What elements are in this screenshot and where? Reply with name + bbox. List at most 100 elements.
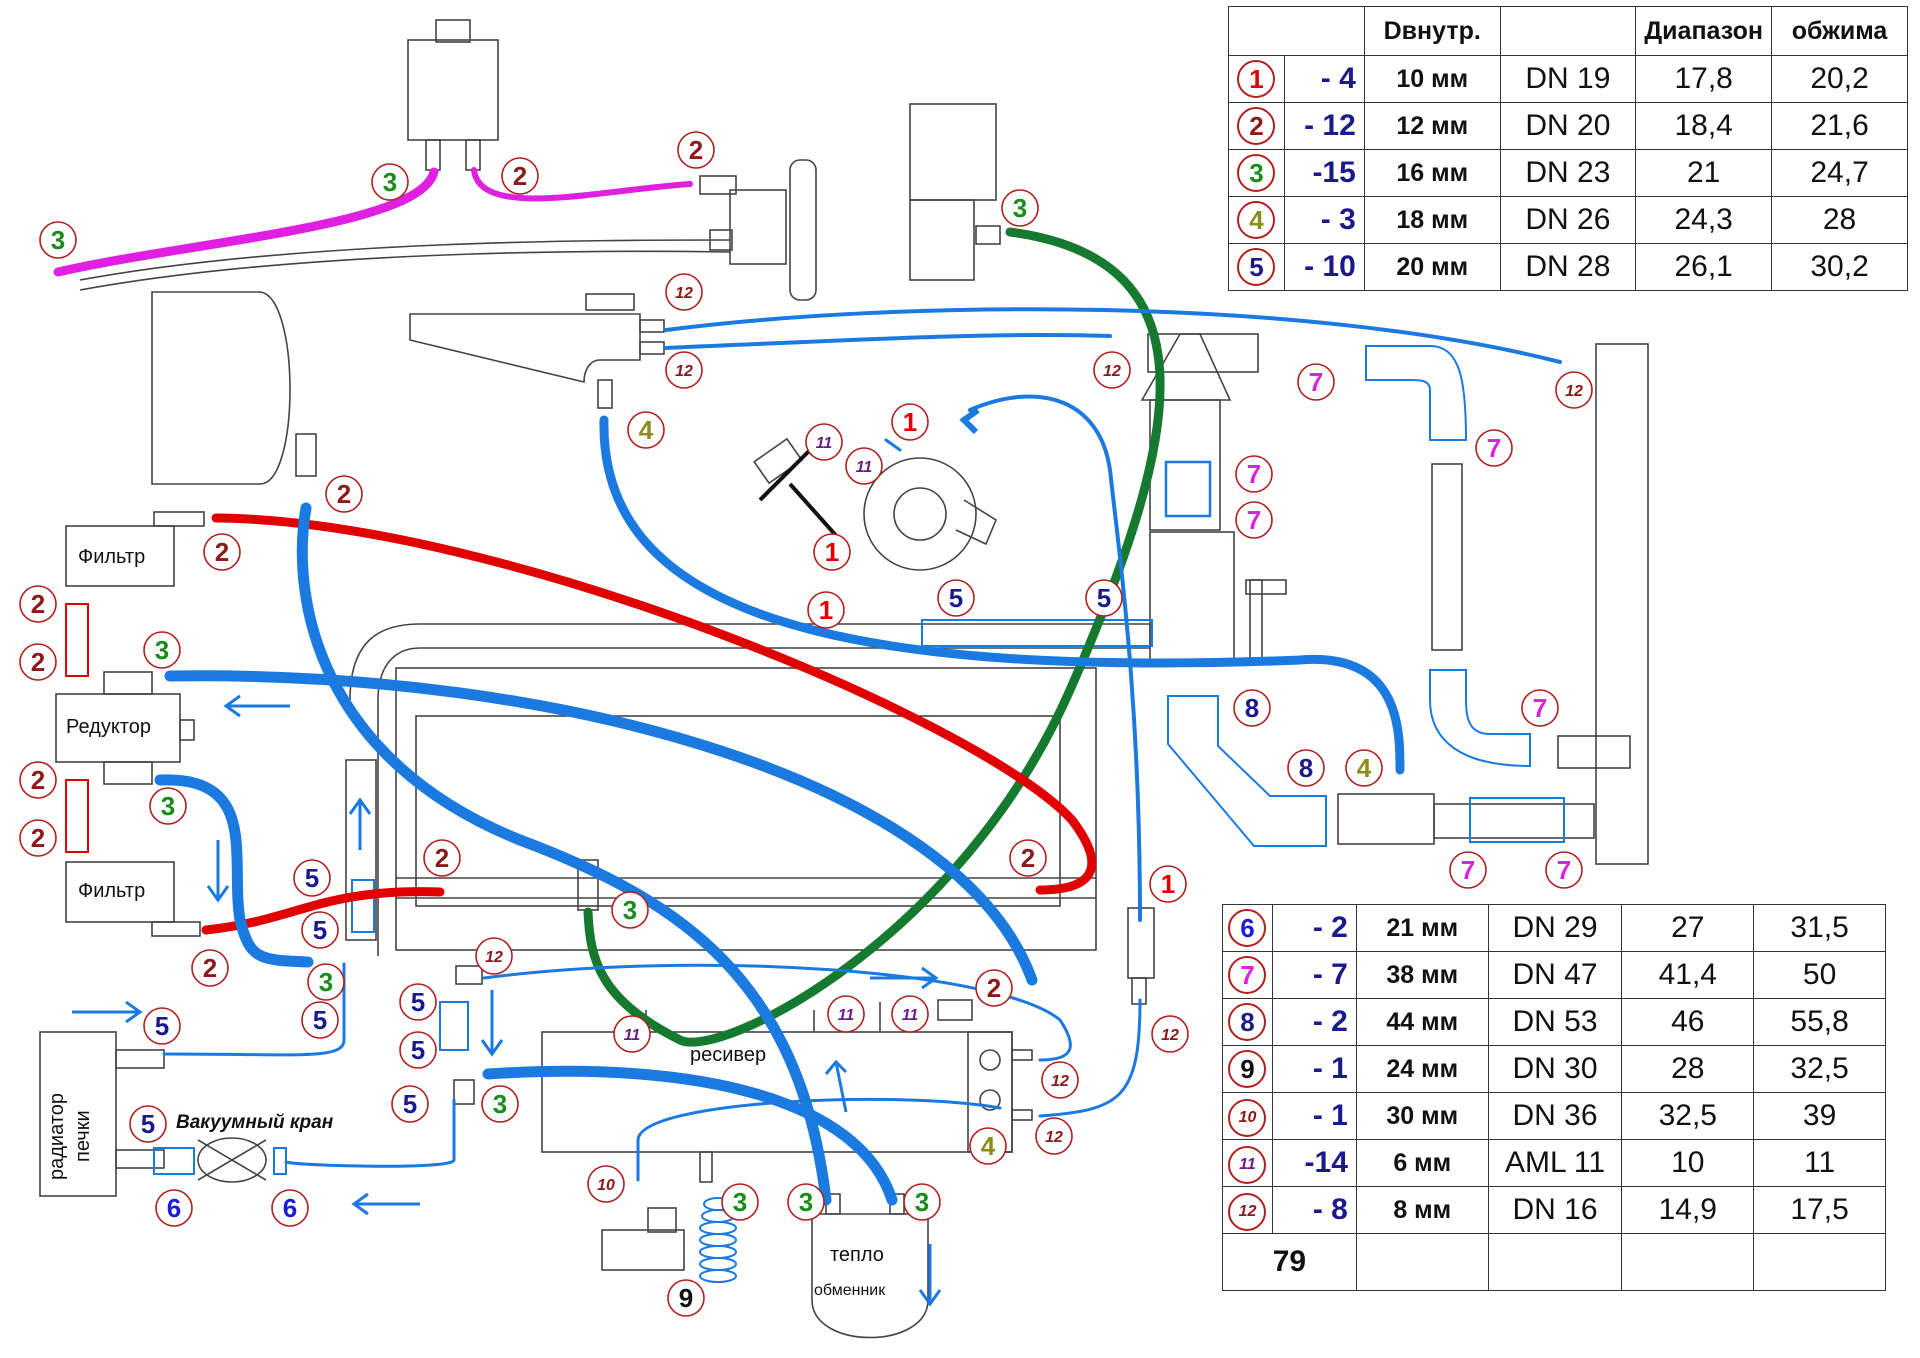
tank: [151, 291, 291, 485]
nozzle: [699, 1151, 713, 1183]
marker-circle: [827, 995, 865, 1033]
hose-marker: 12: [665, 273, 703, 311]
num-cell: 12: [1222, 1186, 1273, 1234]
elbow-pipe: [1429, 669, 1531, 768]
marker-number: 11: [624, 1027, 641, 1044]
diameter-cell: 24 мм: [1355, 1045, 1489, 1093]
min-cell: 10: [1621, 1139, 1755, 1187]
filter-bottom: [65, 861, 175, 923]
label-filter-top: Фильтр: [78, 546, 146, 568]
num-cell: 10: [1222, 1092, 1273, 1140]
hose-thin: [482, 963, 1072, 1062]
coupling: [65, 603, 89, 677]
marker-circle: [665, 273, 703, 311]
marker-number: 12: [1051, 1073, 1069, 1090]
marker-circle: [1093, 351, 1131, 389]
min-cell: 28: [1621, 1045, 1755, 1093]
marker-circle: [1149, 865, 1187, 903]
marker-circle: [1345, 749, 1383, 787]
max-cell: 50: [1753, 951, 1886, 999]
hose-marker: 7: [1297, 363, 1335, 401]
marker-number: 11: [838, 1007, 855, 1024]
hose-marker: 3: [721, 1183, 759, 1221]
marker-number: 3: [383, 167, 397, 197]
header-cell: [1228, 6, 1365, 56]
num-cell: 4: [1228, 196, 1285, 244]
hose-thin: [636, 1097, 1002, 1182]
num-cell: 7: [1222, 951, 1273, 999]
pipe-segment: [1431, 463, 1463, 651]
coupling: [439, 1001, 469, 1051]
reducer-port: [179, 719, 195, 741]
hose-marker: 2: [501, 157, 539, 195]
header-cell: [1499, 6, 1637, 56]
marker-circle: [129, 1105, 167, 1143]
marker-circle: [627, 411, 665, 449]
marker-circle: [143, 631, 181, 669]
engine-outline: [349, 623, 1151, 956]
hose-thin: [1038, 998, 1142, 1118]
label-heat-exchanger-line2: обменник: [814, 1282, 886, 1299]
marker-number: 6: [167, 1193, 181, 1223]
marker-number: 2: [1021, 843, 1035, 873]
hose-number: 10: [1228, 1098, 1267, 1137]
heater-radiator: [39, 1031, 117, 1197]
coupling: [273, 1147, 287, 1175]
min-cell: 21: [1635, 149, 1773, 197]
hose-marker: 2: [203, 533, 241, 571]
turbo-actuator: [753, 437, 803, 485]
rail: [79, 250, 731, 291]
marker-circle: [1041, 1061, 1079, 1099]
hose-blue: [482, 1065, 898, 1206]
hose-marker: 5: [399, 1031, 437, 1069]
marker-number: 5: [313, 1005, 327, 1035]
throttle-port: [639, 319, 665, 333]
hose-number: 2: [1237, 107, 1276, 145]
dn-cell: DN 47: [1487, 951, 1623, 999]
hose-number: 5: [1237, 248, 1276, 286]
marker-circle: [301, 911, 339, 949]
min-cell: 24,3: [1635, 196, 1773, 244]
marker-number: 12: [1565, 383, 1583, 400]
header-cell: Dвнутр.: [1363, 6, 1501, 56]
marker-number: 10: [597, 1177, 615, 1194]
hose-marker: 11: [845, 447, 883, 485]
label-heat-exchanger-line1: тепло: [830, 1244, 884, 1266]
marker-circle: [805, 423, 843, 461]
marker-circle: [475, 937, 513, 975]
marker-number: 11: [856, 459, 873, 476]
pump-fitting: [699, 175, 737, 195]
hose-marker: 2: [423, 839, 461, 877]
marker-circle: [19, 819, 57, 857]
empty-cell: [1753, 1233, 1886, 1291]
receiver: [541, 1031, 1013, 1153]
coupling: [153, 1147, 195, 1175]
module-box: [909, 103, 997, 201]
arrow-icon: [351, 1192, 420, 1216]
diameter-cell: 6 мм: [1355, 1139, 1489, 1187]
hose-marker: 1: [891, 403, 929, 441]
marker-number: 1: [819, 595, 833, 625]
marker-circle: [891, 403, 929, 441]
hose-marker: 2: [1009, 839, 1047, 877]
marker-number: 5: [411, 987, 425, 1017]
marker-circle: [371, 163, 409, 201]
hose-marker: 2: [677, 131, 715, 169]
dn-cell: DN 23: [1499, 149, 1637, 197]
empty-cell: [1621, 1233, 1755, 1291]
hose-number: 9: [1228, 1050, 1267, 1088]
label-radiator: радиатор печки: [44, 1093, 96, 1180]
empty-cell: [1355, 1233, 1489, 1291]
marker-number: 7: [1487, 433, 1501, 463]
hose-thin: [664, 332, 1112, 350]
hose-marker: 3: [611, 891, 649, 929]
diameter-cell: 12 мм: [1363, 102, 1501, 150]
actuator-rod: [758, 446, 814, 502]
count-cell: - 10: [1283, 243, 1365, 291]
hose-number: 11: [1228, 1145, 1267, 1184]
marker-circle: [39, 221, 77, 259]
